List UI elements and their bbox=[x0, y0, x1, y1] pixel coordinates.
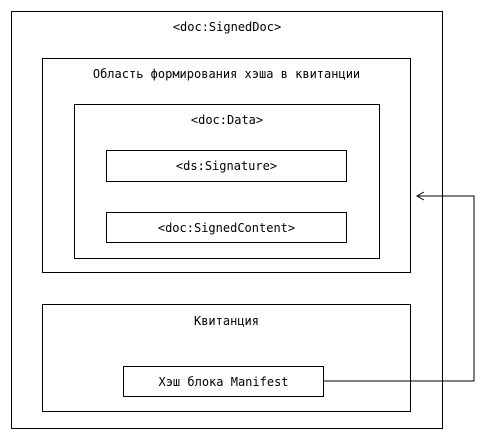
signed-content-box: <doc:SignedContent> bbox=[106, 212, 347, 243]
data-label: <doc:Data> bbox=[190, 113, 264, 127]
signature-label: <ds:Signature> bbox=[175, 159, 278, 173]
manifest-hash-label: Хэш блока Manifest bbox=[158, 374, 289, 389]
connector-line bbox=[324, 195, 475, 382]
signed-content-label: <doc:SignedContent> bbox=[157, 220, 296, 235]
arrow-head-icon bbox=[415, 191, 425, 201]
manifest-hash-box: Хэш блока Manifest bbox=[123, 366, 324, 397]
hash-area-label: Область формирования хэша в квитанции bbox=[92, 67, 361, 81]
receipt-label: Квитанция bbox=[193, 314, 260, 328]
signature-box: <ds:Signature> bbox=[106, 150, 347, 182]
signed-doc-label: <doc:SignedDoc> bbox=[172, 20, 282, 34]
